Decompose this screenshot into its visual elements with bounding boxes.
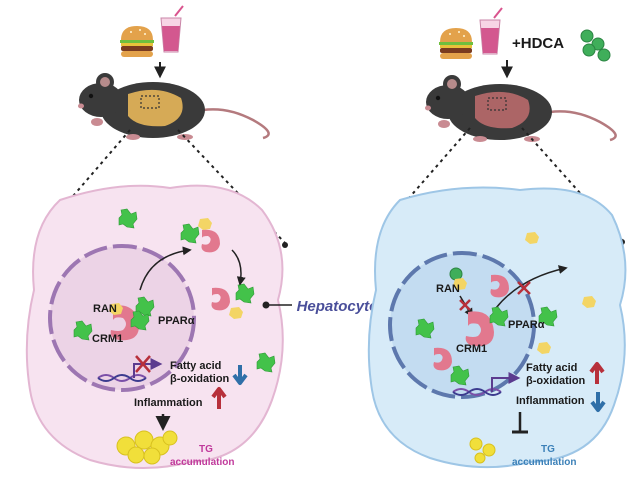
burger-icon bbox=[120, 26, 154, 57]
up-arrow bbox=[211, 387, 227, 409]
ppar-label: PPARα bbox=[508, 319, 545, 331]
down-arrow bbox=[590, 392, 606, 412]
hdca-molecule-icon bbox=[580, 29, 611, 62]
crm1-label: CRM1 bbox=[456, 343, 487, 355]
tg-label: TG bbox=[541, 444, 555, 455]
treatment-label: +HDCA bbox=[512, 35, 564, 52]
ran-label: RAN bbox=[93, 303, 117, 315]
inflammation-label: Inflammation bbox=[516, 395, 585, 407]
accumulation-label: accumulation bbox=[170, 457, 234, 468]
inflammation-label: Inflammation bbox=[134, 397, 203, 409]
hepatocyte-label: Hepatocyte bbox=[297, 298, 378, 315]
fatty-acid-label: Fatty acid bbox=[170, 360, 221, 372]
accumulation-label: accumulation bbox=[512, 457, 576, 468]
burger-icon bbox=[439, 28, 473, 59]
hdca-molecule-icon bbox=[449, 267, 463, 281]
tg-label: TG bbox=[199, 444, 213, 455]
ppar-label: PPARα bbox=[158, 315, 195, 327]
crm1-label: CRM1 bbox=[92, 333, 123, 345]
right-panel: +HDCA bbox=[367, 7, 627, 469]
down-arrow bbox=[232, 365, 248, 385]
lipid-droplet-icon bbox=[116, 430, 178, 465]
beta-oxidation-label: β-oxidation bbox=[526, 375, 586, 387]
up-arrow bbox=[589, 362, 605, 384]
left-nucleus bbox=[48, 244, 196, 392]
left-panel: RAN PPARα CRM1 Fatty acid β-oxidation In… bbox=[25, 5, 288, 470]
mouse-icon bbox=[76, 71, 270, 142]
drink-icon bbox=[160, 5, 184, 53]
lipid-droplet-icon bbox=[469, 437, 496, 464]
ran-label: RAN bbox=[436, 283, 460, 295]
fatty-acid-label: Fatty acid bbox=[526, 362, 577, 374]
beta-oxidation-label: β-oxidation bbox=[170, 373, 230, 385]
drink-icon bbox=[479, 7, 503, 55]
mouse-icon bbox=[423, 73, 617, 144]
